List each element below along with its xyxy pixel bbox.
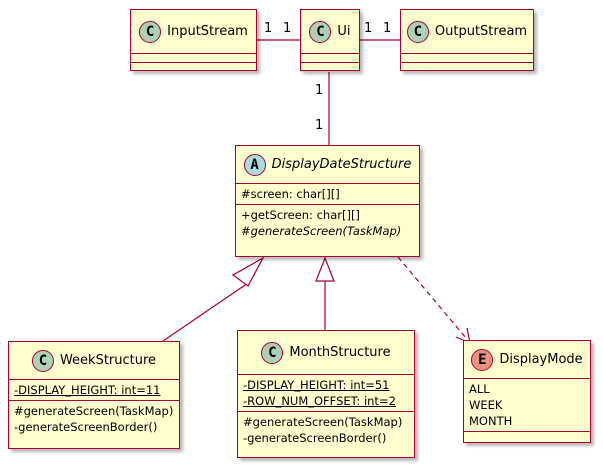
methods-section: +getScreen: char[][] #generateScreen(Tas… (236, 204, 419, 241)
abstract-stereotype-icon: A (243, 153, 266, 176)
multiplicity-ui-output-left: 1 (364, 21, 373, 36)
class-stereotype-icon: C (139, 20, 162, 43)
enum-values-section: ALL WEEK MONTH (464, 379, 590, 431)
class-header: C InputStream (131, 10, 256, 54)
class-inputstream[interactable]: C InputStream (130, 9, 257, 71)
class-header: C MonthStructure (238, 331, 414, 375)
class-name: Ui (337, 24, 351, 39)
methods-section (464, 431, 590, 440)
methods-section (131, 62, 256, 71)
field: #screen: char[][] (241, 187, 340, 201)
class-name: InputStream (167, 24, 248, 39)
class-name: WeekStructure (59, 353, 157, 368)
class-monthstructure[interactable]: C MonthStructure -DISPLAY_HEIGHT: int=51… (237, 330, 415, 458)
class-name: MonthStructure (289, 345, 391, 360)
static-field: -DISPLAY_HEIGHT: int=11 (14, 383, 161, 397)
class-header: E DisplayMode (464, 341, 590, 379)
multiplicity-ui-output-right: 1 (383, 21, 392, 36)
multiplicity-input-ui-right: 1 (283, 21, 292, 36)
class-name: DisplayDateStructure (271, 157, 412, 172)
method: #generateScreen(TaskMap) (243, 415, 403, 429)
class-name: OutputStream (434, 24, 528, 39)
methods-section (301, 62, 359, 71)
abstract-method: #generateScreen(TaskMap) (241, 224, 402, 238)
class-stereotype-icon: C (406, 20, 429, 43)
enum-value: MONTH (469, 414, 513, 428)
methods-section: #generateScreen(TaskMap) -generateScreen… (9, 400, 179, 437)
multiplicity-ui-dds-bottom: 1 (315, 118, 324, 133)
class-displaydatestructure[interactable]: A DisplayDateStructure #screen: char[][]… (235, 145, 420, 257)
methods-section (401, 62, 533, 71)
class-stereotype-icon: C (31, 349, 54, 372)
fields-section (401, 54, 533, 62)
fields-section: -DISPLAY_HEIGHT: int=11 (9, 380, 179, 400)
fields-section: #screen: char[][] (236, 184, 419, 204)
class-header: C Ui (301, 10, 359, 54)
class-stereotype-icon: C (309, 20, 332, 43)
method: -generateScreenBorder() (14, 420, 158, 434)
enum-value: ALL (469, 382, 490, 396)
fields-section (131, 54, 256, 62)
class-weekstructure[interactable]: C WeekStructure -DISPLAY_HEIGHT: int=11 … (8, 341, 180, 449)
method: #generateScreen(TaskMap) (14, 404, 174, 418)
class-ui[interactable]: C Ui (300, 9, 360, 71)
inheritance-arrowhead-week (231, 256, 265, 287)
fields-section: -DISPLAY_HEIGHT: int=51 -ROW_NUM_OFFSET:… (238, 375, 414, 411)
class-header: A DisplayDateStructure (236, 146, 419, 184)
fields-section (301, 54, 359, 62)
class-outputstream[interactable]: C OutputStream (400, 9, 534, 71)
multiplicity-input-ui-left: 1 (264, 21, 273, 36)
enum-stereotype-icon: E (471, 348, 494, 371)
class-stereotype-icon: C (261, 341, 284, 364)
enum-value: WEEK (469, 398, 503, 412)
class-name: DisplayMode (499, 352, 583, 367)
static-field: -DISPLAY_HEIGHT: int=51 (243, 378, 390, 392)
inheritance-week (162, 280, 252, 342)
static-field: -ROW_NUM_OFFSET: int=2 (243, 394, 396, 408)
enum-displaymode[interactable]: E DisplayMode ALL WEEK MONTH (463, 340, 591, 443)
inheritance-arrowhead-month (315, 256, 335, 282)
class-header: C OutputStream (401, 10, 533, 54)
dependency-displaymode (397, 256, 467, 339)
method: -generateScreenBorder() (243, 431, 387, 445)
methods-section: #generateScreen(TaskMap) -generateScreen… (238, 411, 414, 448)
class-header: C WeekStructure (9, 342, 179, 380)
method: +getScreen: char[][] (241, 208, 360, 222)
multiplicity-ui-dds-top: 1 (315, 83, 324, 98)
